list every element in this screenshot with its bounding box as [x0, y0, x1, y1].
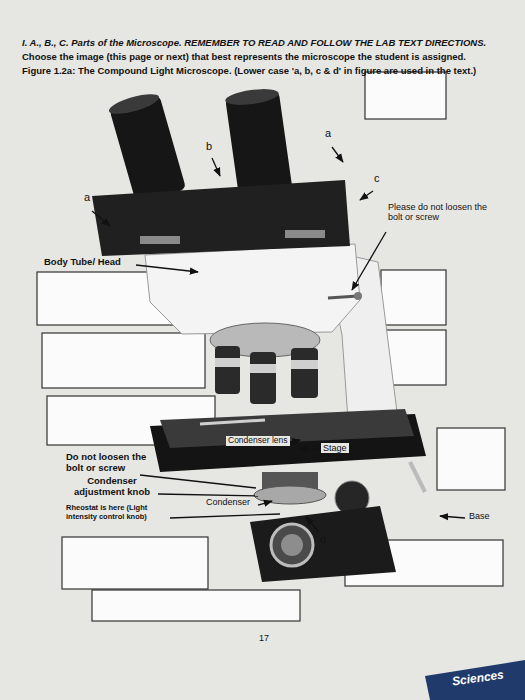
eyepiece-top [224, 86, 279, 107]
leader-arrow [440, 516, 465, 518]
leader-arrow [92, 211, 110, 226]
letter-label: c [374, 172, 380, 185]
body-tube [145, 244, 360, 334]
objective [250, 352, 276, 404]
note-text: Please do not loosen the bolt or screw [388, 202, 488, 223]
answer-box [365, 72, 446, 119]
objective-band [215, 358, 240, 367]
figure-caption: Figure 1.2a: The Compound Light Microsco… [22, 66, 514, 77]
letter-label: b [206, 140, 212, 153]
part-label: Condenser [204, 497, 252, 507]
eyepiece [225, 91, 293, 200]
part-label: Stage [321, 443, 349, 453]
leader-arrow [306, 517, 318, 531]
part-label: Body Tube/ Head [44, 257, 121, 268]
leader-arrow [360, 191, 373, 200]
answer-box [437, 428, 505, 490]
lamp-lens [281, 534, 303, 556]
note-text: Do not loosen the bolt or screw [66, 452, 162, 474]
leader-line [170, 514, 280, 518]
instruction-text: Choose the image (this page or next) tha… [22, 52, 514, 63]
objective [291, 348, 318, 398]
leader-line [158, 494, 258, 496]
part-label: Condenser lens [226, 436, 290, 446]
head [92, 180, 350, 256]
knurled-ring [140, 236, 180, 244]
leader-arrow [136, 265, 198, 272]
objective-band [291, 360, 318, 369]
stage-clip [200, 420, 265, 424]
note-text: Rheostat is here (Light intensity contro… [66, 504, 172, 521]
sciences-band [425, 660, 525, 700]
heading-text: I. A., B., C. Parts of the Microscope. R… [22, 38, 514, 49]
eyepiece-top [107, 90, 161, 118]
answer-box [62, 537, 208, 589]
answer-box [92, 590, 300, 621]
objective-band [250, 364, 276, 373]
footer-text: Sciences [451, 668, 504, 689]
letter-label: a [325, 127, 331, 140]
part-label: Base [469, 511, 490, 521]
leader-line [140, 475, 256, 488]
base [250, 506, 396, 582]
letter-label: d [320, 533, 326, 546]
bolt [328, 296, 358, 298]
part-label: Condenser adjustment knob [66, 476, 158, 498]
leader-arrow [300, 448, 318, 449]
lamp [271, 524, 313, 566]
answer-box [42, 333, 205, 388]
answer-box [381, 270, 446, 325]
bolt-head [354, 292, 362, 300]
stage-top [160, 409, 414, 448]
leader-arrow [212, 158, 220, 176]
page-number: 17 [259, 633, 269, 643]
letter-label: a [84, 191, 90, 204]
leader-arrow [258, 501, 272, 505]
leader-arrow [352, 232, 386, 290]
stage-knob [410, 462, 425, 492]
leader-arrow [332, 147, 343, 162]
condenser-ring [254, 486, 326, 504]
leader-arrow [290, 440, 300, 442]
knurled-ring [285, 230, 325, 238]
objective [215, 346, 240, 394]
